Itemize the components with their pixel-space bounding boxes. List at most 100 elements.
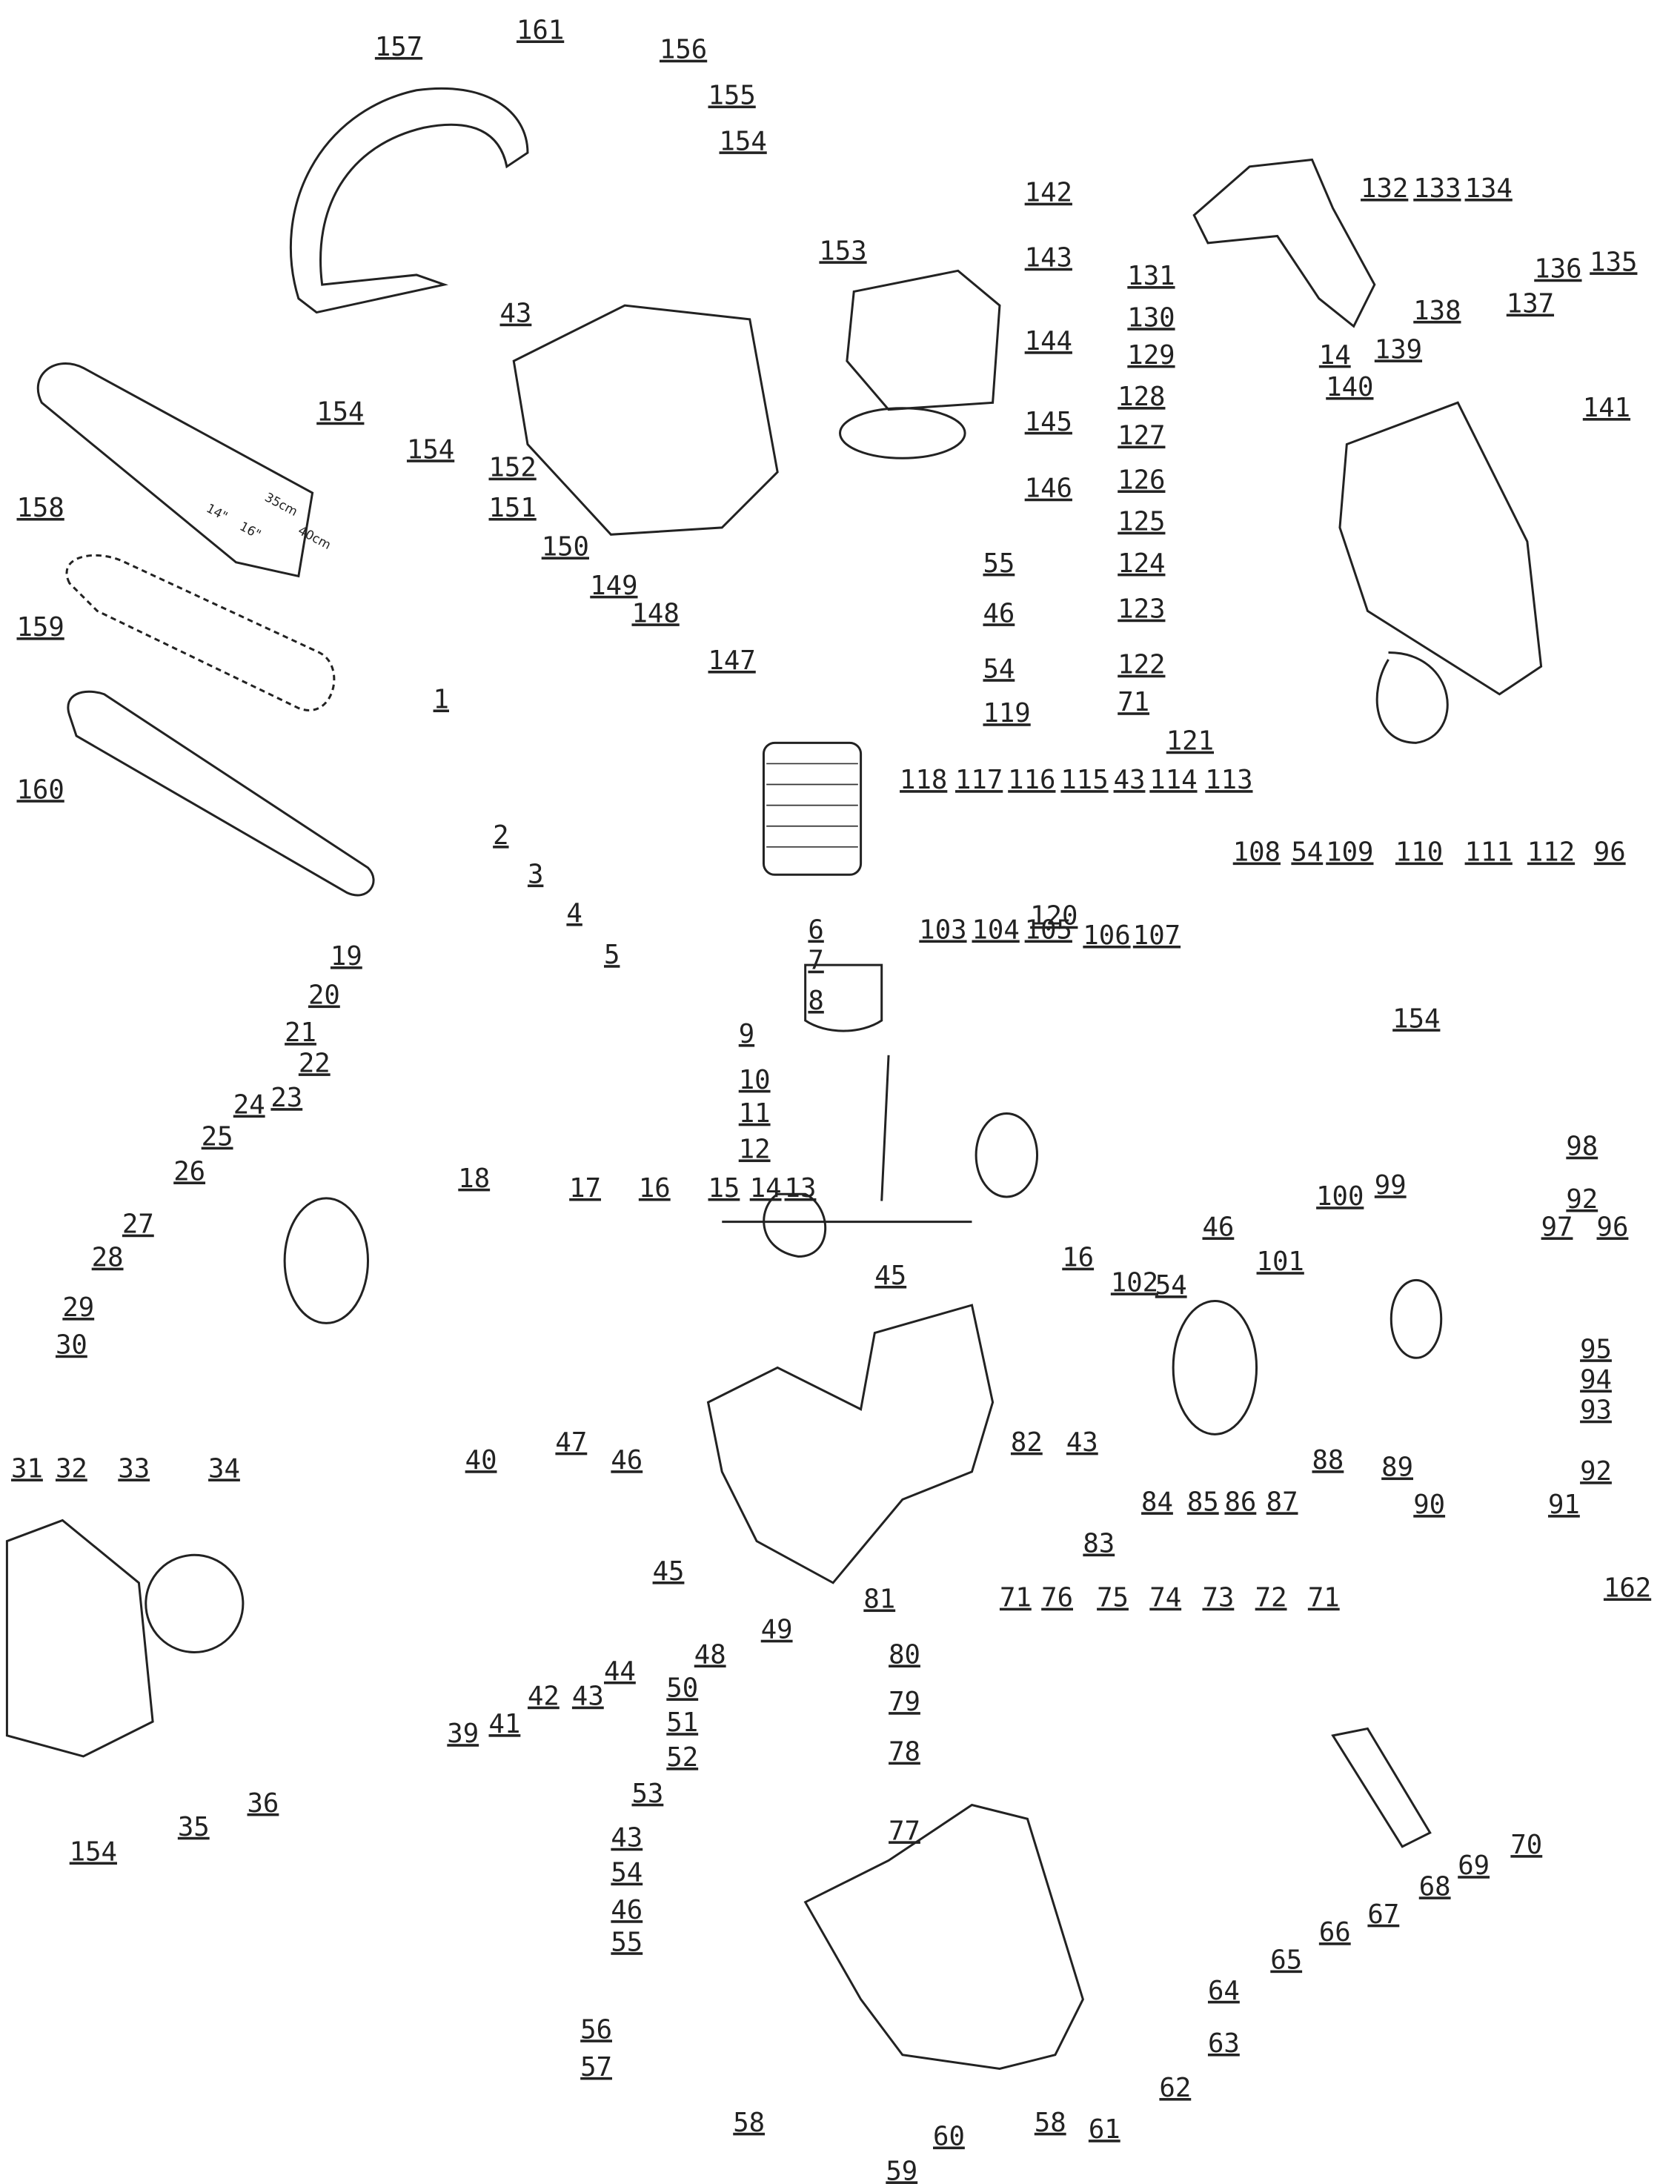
part-number-label: 22	[299, 1048, 331, 1078]
part-number-label: 79	[889, 1687, 920, 1717]
part-number-label: 69	[1458, 1851, 1490, 1881]
part-number-label: 86	[1224, 1487, 1256, 1517]
part-number-label: 153	[819, 236, 866, 266]
part-number-label: 118	[900, 765, 947, 795]
filter-part	[839, 407, 966, 459]
part-number-label: 134	[1465, 173, 1513, 204]
part-number-label: 61	[1089, 2114, 1120, 2145]
part-number-label: 32	[56, 1453, 87, 1484]
part-number-label: 138	[1413, 296, 1461, 326]
part-number-label: 14	[750, 1173, 782, 1204]
part-number-label: 87	[1266, 1487, 1298, 1517]
part-number-label: 54	[1291, 837, 1323, 868]
part-number-label: 75	[1097, 1583, 1129, 1613]
part-number-label: 6	[808, 915, 823, 945]
part-number-label: 146	[1025, 474, 1072, 504]
part-number-label: 95	[1580, 1334, 1612, 1364]
part-number-label: 131	[1127, 261, 1175, 291]
part-number-label: 93	[1580, 1395, 1612, 1426]
part-number-label: 137	[1507, 289, 1554, 319]
part-number-label: 85	[1187, 1487, 1219, 1517]
part-number-label: 145	[1025, 407, 1072, 437]
part-number-label: 55	[983, 548, 1015, 579]
part-number-label: 43	[1066, 1427, 1098, 1458]
part-number-label: 34	[208, 1453, 240, 1484]
part-number-label: 106	[1083, 920, 1130, 951]
part-number-label: 26	[173, 1156, 205, 1186]
part-number-label: 127	[1118, 421, 1165, 451]
part-number-label: 155	[708, 81, 756, 111]
bar-marking-in-alt: 14"	[204, 500, 230, 523]
part-number-label: 29	[62, 1292, 94, 1323]
part-number-label: 15	[708, 1173, 740, 1204]
part-number-label: 67	[1367, 1899, 1399, 1930]
part-number-label: 58	[733, 2108, 765, 2138]
part-number-label: 157	[375, 32, 422, 62]
part-number-label: 107	[1133, 920, 1181, 951]
part-number-label: 111	[1465, 837, 1513, 868]
starter-pulley-part	[145, 1553, 245, 1653]
part-number-label: 12	[739, 1134, 771, 1164]
part-number-label: 82	[1011, 1427, 1043, 1458]
flywheel-part	[283, 1197, 370, 1324]
part-number-label: 45	[653, 1556, 685, 1587]
part-number-label: 21	[285, 1018, 316, 1048]
part-number-label: 130	[1127, 302, 1175, 333]
part-number-label: 19	[331, 941, 362, 972]
tank-housing-part	[803, 1803, 1084, 2071]
part-number-label: 10	[739, 1065, 771, 1095]
part-number-label: 92	[1566, 1184, 1598, 1215]
side-cover-part	[1338, 401, 1543, 696]
part-number-label: 129	[1127, 340, 1175, 371]
part-number-label: 117	[955, 765, 1003, 795]
part-number-label: 16	[639, 1173, 671, 1204]
part-number-label: 71	[1118, 687, 1149, 717]
front-handle-part	[289, 87, 529, 314]
part-number-label: 109	[1326, 837, 1373, 868]
part-number-label: 100	[1316, 1181, 1364, 1212]
top-cover-part	[512, 304, 779, 536]
part-number-label: 136	[1534, 254, 1581, 285]
part-number-label: 142	[1025, 178, 1072, 208]
part-number-label: 43	[499, 299, 531, 329]
part-number-label: 94	[1580, 1364, 1612, 1395]
part-number-label: 119	[983, 698, 1030, 728]
rear-handle-part	[1192, 158, 1376, 328]
chain-part	[65, 554, 336, 711]
cylinder-part	[762, 741, 863, 876]
part-number-label: 156	[660, 35, 707, 65]
part-number-label: 150	[542, 531, 589, 562]
part-number-label: 68	[1419, 1871, 1451, 1902]
part-number-label: 116	[1008, 765, 1055, 795]
part-number-label: 101	[1257, 1247, 1304, 1277]
part-number-label: 125	[1118, 507, 1165, 537]
part-number-label: 151	[489, 493, 537, 523]
part-number-label: 141	[1583, 393, 1630, 423]
part-number-label: 60	[933, 2122, 965, 2152]
part-number-label: 39	[447, 1719, 479, 1749]
part-number-label: 71	[1308, 1583, 1340, 1613]
part-number-label: 114	[1149, 765, 1197, 795]
part-number-label: 154	[1392, 1003, 1440, 1034]
part-number-label: 81	[863, 1584, 895, 1615]
part-labels: 1571611561551541421431531441451464315415…	[11, 15, 1651, 2184]
part-number-label: 55	[611, 1927, 643, 1957]
part-number-label: 3	[528, 860, 543, 890]
part-number-label: 78	[889, 1737, 920, 1768]
part-number-label: 72	[1255, 1583, 1287, 1613]
bearing-part	[975, 1112, 1039, 1198]
part-number-label: 46	[983, 598, 1015, 628]
part-number-label: 4	[566, 898, 582, 929]
part-number-label: 25	[202, 1122, 233, 1152]
part-number-label: 23	[270, 1083, 302, 1113]
part-number-label: 154	[407, 434, 454, 465]
part-number-label: 43	[572, 1682, 604, 1712]
starter-cover-part	[5, 1518, 154, 1758]
part-number-label: 159	[17, 612, 64, 643]
part-number-label: 83	[1083, 1529, 1115, 1559]
part-number-label: 144	[1025, 326, 1072, 356]
part-number-label: 52	[666, 1742, 698, 1773]
part-number-label: 54	[1155, 1270, 1187, 1301]
part-number-label: 42	[528, 1682, 560, 1712]
part-number-label: 92	[1580, 1456, 1612, 1487]
